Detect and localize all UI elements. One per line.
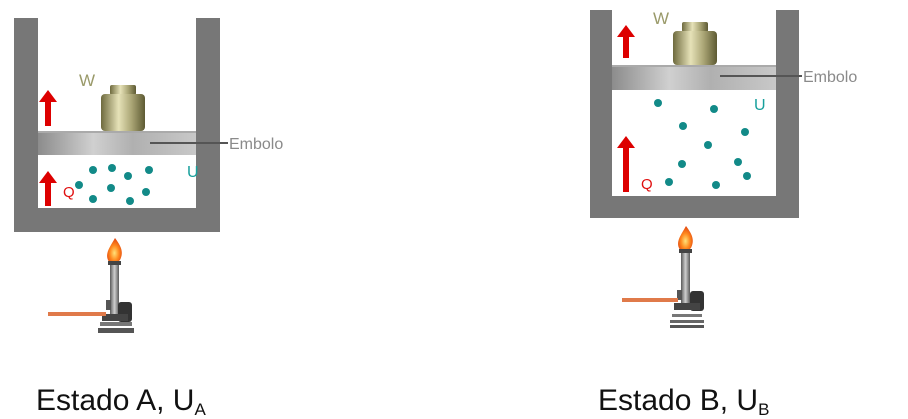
up-arrow-b-heat [617,136,635,192]
caption-b-text: Estado B, U [598,384,758,417]
molecule [734,158,742,166]
piston-b [612,65,776,90]
molecule [107,184,115,192]
caption-a-text: Estado A, U [36,384,194,417]
caption-a-sub: A [194,400,206,419]
flame-icon [107,238,122,263]
piston-label-a: Embolo [229,136,283,153]
gas-hose-a [48,312,106,316]
bunsen-burner-b [622,226,704,328]
molecule [145,166,153,174]
up-arrow-a-heat [39,171,57,206]
cylinder-b [590,10,799,218]
molecule [743,172,751,180]
molecule [89,166,97,174]
gas-molecules-a [75,164,153,205]
weight-a [101,85,145,131]
molecule [124,172,132,180]
state-b: W Embolo U Q Estado B, UB [590,9,857,419]
up-arrow-b-top [617,25,635,58]
weight-b [673,22,717,65]
weight-label-a: W [79,71,95,90]
flame-icon [678,226,693,251]
state-a: W Embolo U Q Estado A, UA [14,18,283,419]
bunsen-burner-a [48,238,134,333]
gas-molecules-b [654,99,751,189]
molecule [678,160,686,168]
molecule [665,178,673,186]
up-arrow-a-top [39,90,57,126]
caption-a: Estado A, UA [36,384,206,419]
molecule [142,188,150,196]
cylinder-a [14,18,220,232]
caption-b: Estado B, UB [598,384,769,419]
molecule [710,105,718,113]
energy-label-b: U [754,97,766,114]
molecule [654,99,662,107]
molecule [75,181,83,189]
molecule [89,195,97,203]
molecule [126,197,134,205]
heat-label-b: Q [641,176,653,193]
molecule [741,128,749,136]
molecule [679,122,687,130]
energy-label-a: U [187,164,199,181]
molecule [712,181,720,189]
molecule [704,141,712,149]
molecule [108,164,116,172]
caption-b-sub: B [758,400,769,419]
weight-label-b: W [653,9,669,28]
gas-hose-b [622,298,678,302]
heat-label-a: Q [63,184,75,201]
piston-label-b: Embolo [803,69,857,86]
